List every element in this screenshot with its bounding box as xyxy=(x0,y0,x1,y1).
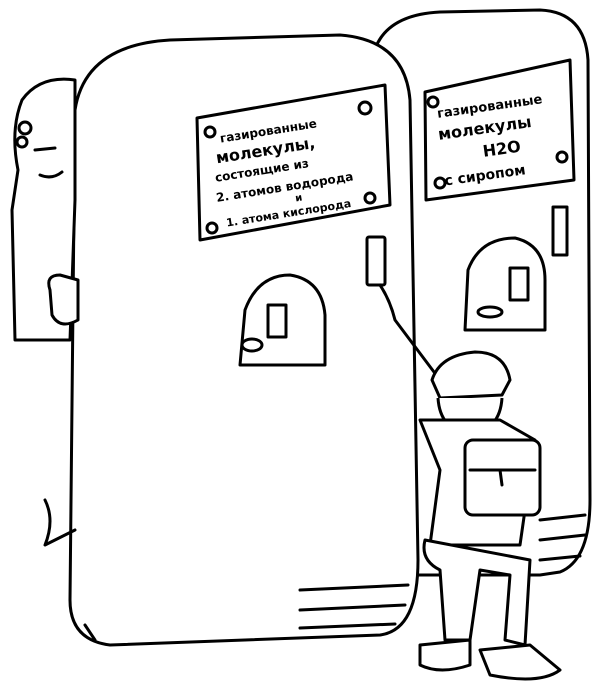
left-sign-plate: газированные молекулы, состоящие из 2. а… xyxy=(195,83,392,242)
right-coin-slot xyxy=(551,205,569,257)
right-sign-plate: газированные молекулы H2O с сиропом xyxy=(423,58,576,202)
left-cup-window xyxy=(238,273,327,367)
peeking-man xyxy=(10,77,80,547)
boy-pressing-button xyxy=(378,283,562,681)
right-cup-window xyxy=(463,236,547,332)
left-vending-machine: газированные молекулы, состоящие из 2. а… xyxy=(68,33,420,647)
left-sign-line: и xyxy=(295,193,304,205)
left-coin-slot xyxy=(365,235,387,287)
